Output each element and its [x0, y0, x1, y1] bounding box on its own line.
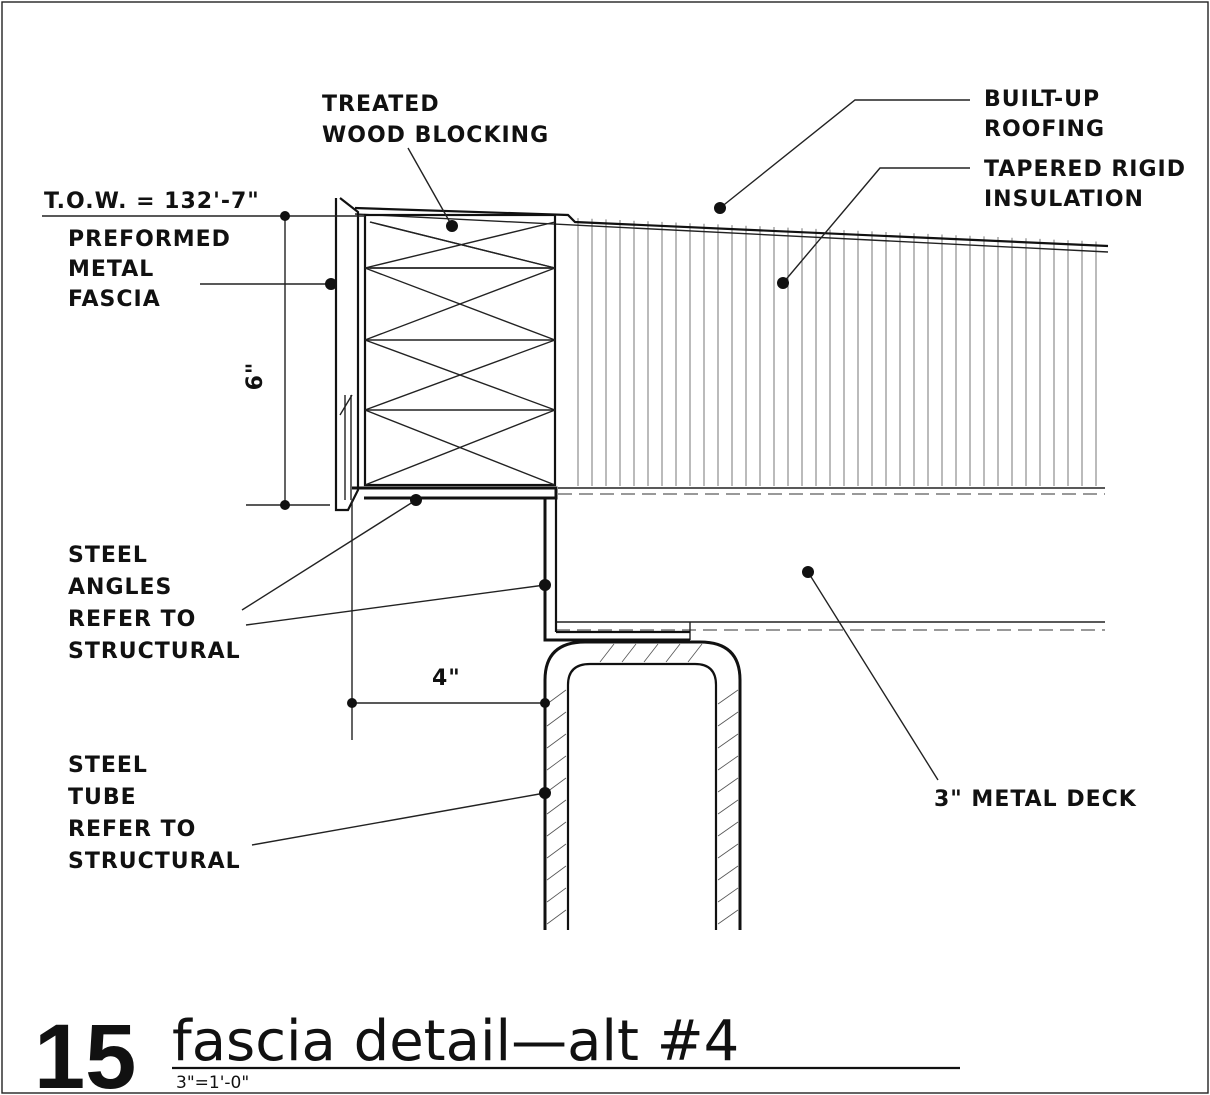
detail-number: 15 — [34, 1006, 136, 1095]
metal-fascia — [334, 197, 360, 512]
label-metal-deck: 3" METAL DECK — [934, 787, 1137, 812]
roofing-membrane — [354, 206, 1109, 248]
label-steel-1: STEEL — [68, 543, 148, 568]
leader-blocking — [407, 147, 453, 227]
steel-tube-outer — [543, 640, 742, 930]
detail-scale: 3"=1'-0" — [176, 1073, 249, 1093]
insulation-hatch — [577, 218, 1097, 486]
label-dim-6: 6" — [243, 362, 268, 391]
label-structural-1: STRUCTURAL — [68, 639, 241, 664]
leader-angle-2 — [245, 584, 546, 626]
label-tapered-rigid: TAPERED RIGID — [984, 157, 1186, 182]
label-insulation: INSULATION — [984, 187, 1144, 212]
label-tow: T.O.W. = 132'-7" — [44, 189, 260, 214]
label-wood-blocking: WOOD BLOCKING — [322, 123, 549, 148]
leader-angle-1 — [241, 499, 417, 611]
steel-tube-inner — [566, 662, 718, 930]
leader-insulation — [782, 167, 970, 284]
label-built-up: BUILT-UP — [984, 87, 1100, 112]
label-tube: TUBE — [68, 785, 137, 810]
label-preformed: PREFORMED — [68, 227, 231, 252]
label-treated: TREATED — [322, 92, 440, 117]
leader-deck — [807, 571, 939, 781]
label-steel-2: STEEL — [68, 753, 148, 778]
label-metal: METAL — [68, 257, 154, 282]
steel-angle-horizontal — [352, 486, 558, 500]
wood-blocking — [363, 213, 557, 487]
label-refer-to-2: REFER TO — [68, 817, 196, 842]
label-angles: ANGLES — [68, 575, 172, 600]
steel-angle-vertical — [543, 498, 690, 642]
label-refer-to-1: REFER TO — [68, 607, 196, 632]
label-roofing: ROOFING — [984, 117, 1105, 142]
label-dim-4: 4" — [432, 666, 461, 691]
label-structural-2: STRUCTURAL — [68, 849, 241, 874]
label-fascia: FASCIA — [68, 287, 161, 312]
leader-roofing — [719, 99, 970, 209]
leader-tube — [251, 792, 546, 846]
tube-hatch — [546, 643, 739, 925]
detail-title: fascia detail—alt #4 — [172, 1009, 739, 1074]
roofing-membrane-underside — [354, 213, 1109, 253]
